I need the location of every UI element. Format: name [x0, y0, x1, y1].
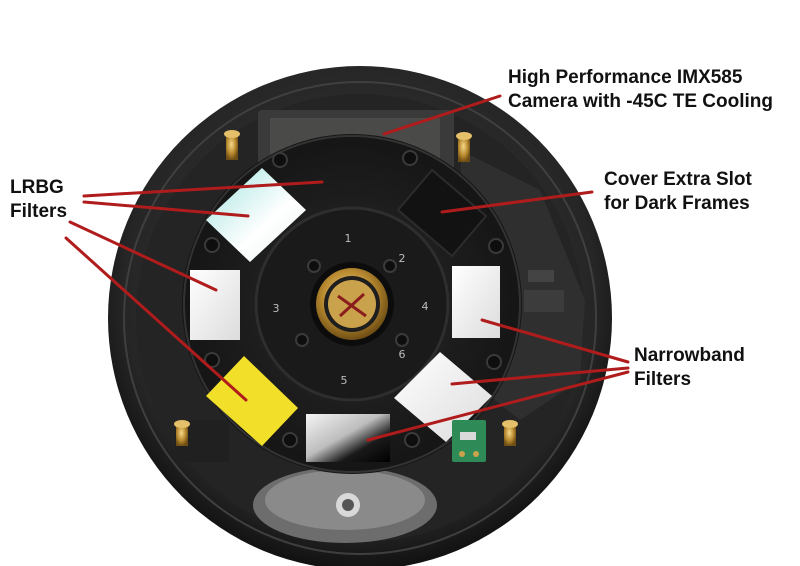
lrbg-callout-line-2 [82, 200, 250, 218]
lrbg-filter-yellow [206, 356, 298, 446]
narrowband-callout-line-2 [450, 366, 630, 386]
wheel-number: 1 [345, 232, 352, 245]
cover-callout-line [440, 190, 594, 214]
camera-callout-line [382, 94, 502, 136]
narrowband-callout-label: Narrowband Filters [634, 344, 745, 392]
narrowband-callout-line-3 [366, 370, 630, 442]
wheel-number: 2 [399, 252, 406, 265]
sensor-pcb [452, 420, 486, 462]
cover-callout-label: Cover Extra Slot for Dark Frames [604, 168, 752, 216]
wheel-position-numbers: 1 2 3 4 5 6 [273, 232, 429, 387]
narrowband-callout-line-1: Narrowband [634, 345, 745, 366]
wheel-number: 6 [399, 348, 406, 361]
lrbg-callout-line-2: Filters [10, 201, 68, 222]
lrbg-callout-line-1 [82, 180, 324, 198]
lrbg-callout-label: LRBG Filters [10, 176, 67, 224]
lrbg-filter-luminance [206, 168, 306, 262]
lrbg-callout-line-3 [68, 220, 218, 292]
wheel-number: 4 [422, 300, 429, 313]
narrowband-filter-1 [452, 266, 500, 338]
wheel-number: 5 [341, 374, 348, 387]
wheel-number: 3 [273, 302, 280, 315]
narrowband-filter-2 [394, 352, 492, 442]
narrowband-callout-line-1 [480, 318, 630, 364]
lrbg-callout-line-1: LRBG [10, 177, 64, 198]
brass-standoffs [174, 130, 518, 446]
camera-callout-line-2: Camera with -45C TE Cooling [508, 91, 773, 112]
cover-callout-line-2: for Dark Frames [604, 193, 750, 214]
camera-callout-label: High Performance IMX585 Camera with -45C… [508, 66, 773, 114]
cover-callout-line-1: Cover Extra Slot [604, 169, 752, 190]
callout-lines [64, 94, 630, 442]
lrbg-callout-line-4 [64, 236, 248, 402]
camera-callout-line-1: High Performance IMX585 [508, 67, 743, 88]
narrowband-callout-line-2: Filters [634, 369, 692, 390]
